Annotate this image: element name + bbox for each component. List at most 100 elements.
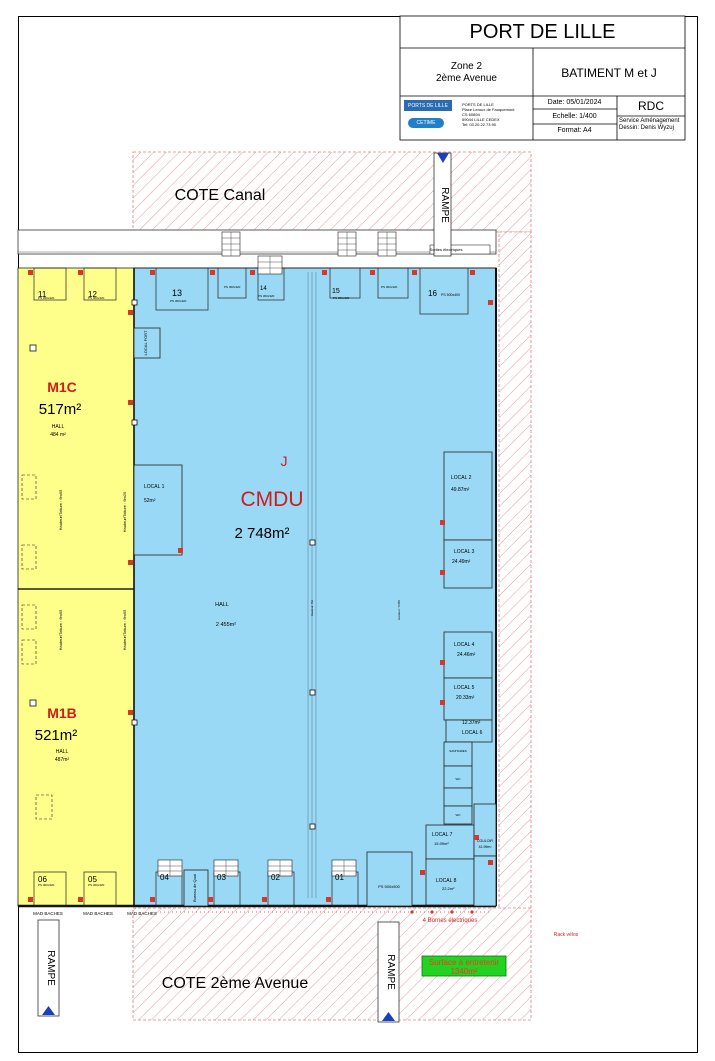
local-5-name: LOCAL 5 (454, 685, 475, 691)
dock-01-num: 01 (335, 873, 344, 882)
cell-m1c-area: 517m² (39, 401, 82, 418)
wc-b-label: WC (456, 777, 462, 781)
cell-m1b-height: Hauteur/Toiture : 6m95 (58, 609, 63, 650)
dock-13-door: PS 300x320 (170, 299, 187, 303)
dock-11-door: PS 300x320 (38, 296, 55, 300)
cell-j-hall: HALL (215, 602, 229, 608)
dock-15-num: 15 (332, 288, 340, 295)
zone-line-1: Zone 2 (450, 60, 483, 72)
local-8-area: 22.2m² (442, 886, 455, 891)
local-6-name: LOCAL 6 (462, 730, 483, 736)
local-1-name: LOCAL 1 (144, 484, 165, 490)
local-2-area: 49.87m² (451, 487, 470, 493)
local-fort (133, 327, 161, 359)
dock-04-num: 04 (160, 873, 169, 882)
title-block-building: BATIMENT M et J (561, 65, 657, 80)
cell-j-area: 2 748m² (234, 525, 289, 542)
surface-line1: Surface à entretenir (429, 958, 500, 967)
top-door-a: PS 300x320 (224, 285, 241, 289)
cell-m1b-floor (17, 588, 135, 907)
label-mad-3: MAD BACHES (127, 911, 157, 916)
bureau-quai-label: Bureau de Quai (192, 874, 197, 902)
dock-06-num: 06 (38, 875, 47, 884)
red-markers (28, 270, 493, 902)
title-block (399, 15, 686, 141)
ports-de-lille-logo: PORTS DE LILLE CETIME (404, 100, 454, 132)
wc-a-label: SANITAIRES (449, 749, 467, 753)
rampe-left (37, 919, 60, 1017)
label-mad-1: MAD BACHES (33, 911, 63, 916)
rampe-top-label: RAMPE (439, 187, 450, 223)
cell-j-letter: J (281, 453, 288, 469)
rampe-bottom-label: RAMPE (385, 954, 396, 990)
dock-02-num: 02 (271, 873, 280, 882)
rampe-bottom (377, 921, 400, 1023)
top-door-b: PS 300x320 (381, 285, 398, 289)
title-block-scale: Echelle: 1/400 (552, 113, 597, 120)
rampe-top-arrow (437, 153, 449, 163)
local-3-area: 24.49m² (452, 559, 471, 565)
local-1-area: 52m² (144, 498, 156, 504)
dock-05-num: 05 (88, 875, 97, 884)
cell-m1c-floor (17, 267, 135, 590)
couloir-label: COULOIR (477, 839, 493, 843)
title-block-title: PORT DE LILLE (469, 20, 616, 43)
local-5-area: 20.33m² (456, 695, 475, 701)
couloir-area: 41.99m² (479, 845, 493, 849)
quay-dock-box (429, 244, 491, 255)
local-8-name: LOCAL 8 (436, 878, 457, 884)
rampe-bottom-arrow (382, 1012, 395, 1021)
cell-m1b-hall-area: 487m² (55, 757, 70, 763)
cell-m1c-height-b: Hauteur/Toiture : 6m25 (122, 491, 127, 532)
title-block-date: Date: 05/01/2024 (547, 99, 602, 106)
label-bornes: 4 Bornes électriques (423, 918, 478, 924)
label-rack: Rack vélos (554, 932, 579, 938)
cell-m1c-hall: HALL (52, 424, 65, 430)
bureau-de-quai (183, 869, 209, 907)
dock-11-num: 11 (38, 290, 47, 299)
local-fort-label: LOCAL FORT (143, 330, 148, 355)
local-4-area: 24.46m² (457, 652, 476, 658)
dock-door-big (366, 851, 413, 907)
quay-band (17, 229, 497, 255)
dock-13-num: 13 (172, 288, 182, 298)
address-line: PORTS DE LILLE (462, 102, 494, 107)
dock-16-num: 16 (428, 289, 437, 298)
local-2-name: LOCAL 2 (451, 475, 472, 481)
dock-14-num: 14 (260, 286, 267, 292)
cell-j-floor (133, 267, 497, 907)
dock-06-door: PS 300x320 (38, 883, 55, 887)
title-block-service: Service Aménagement Dessin: Denis Wyzuj (619, 118, 689, 132)
dock-05-door: PS 300x320 (88, 883, 105, 887)
dock-16-door: PS 500x400 (441, 293, 460, 297)
local-4-name: LOCAL 4 (454, 642, 475, 648)
cell-m1c-height: Hauteur/Toiture : 6m95 (58, 489, 63, 530)
hauteur-a: Hauteur: 8m (310, 599, 314, 616)
rampe-left-arrow (42, 1006, 55, 1015)
drawn-by-line: Dessin: Denis Wyzuj (619, 125, 674, 131)
rampe-left-label: RAMPE (45, 950, 56, 986)
dock-12-num: 12 (88, 290, 97, 299)
hatched-area-east (498, 231, 532, 921)
office-block-east (425, 451, 497, 907)
label-mad-2: MAD BACHES (83, 911, 113, 916)
surface-box (421, 955, 507, 977)
dock-15-door: PS 300x320 (333, 296, 350, 300)
local-1 (133, 464, 183, 556)
label-cote-avenue: COTE 2ème Avenue (162, 975, 309, 992)
logo-bottom: CETIME (408, 118, 444, 128)
cell-j-hall-area: 2 455m² (216, 622, 236, 628)
dock-door-big-label: PS 500x500 (378, 884, 401, 889)
cell-m1c-name: M1C (47, 379, 77, 395)
dock-12-door: PS 300x320 (88, 296, 105, 300)
local-7-name: LOCAL 7 (432, 832, 453, 838)
cell-m1b-hall: HALL (56, 749, 69, 755)
cell-m1b-area: 521m² (35, 727, 78, 744)
local-7-area: 15.99m² (434, 841, 449, 846)
dock-14-door: PS 300x320 (258, 294, 275, 298)
dock-03-num: 03 (217, 873, 226, 882)
zone-line-2: 2ème Avenue (436, 72, 497, 84)
service-line: Service Aménagement (619, 118, 680, 124)
title-block-address: PORTS DE LILLE Place Leroux de Fauquemon… (462, 102, 532, 127)
